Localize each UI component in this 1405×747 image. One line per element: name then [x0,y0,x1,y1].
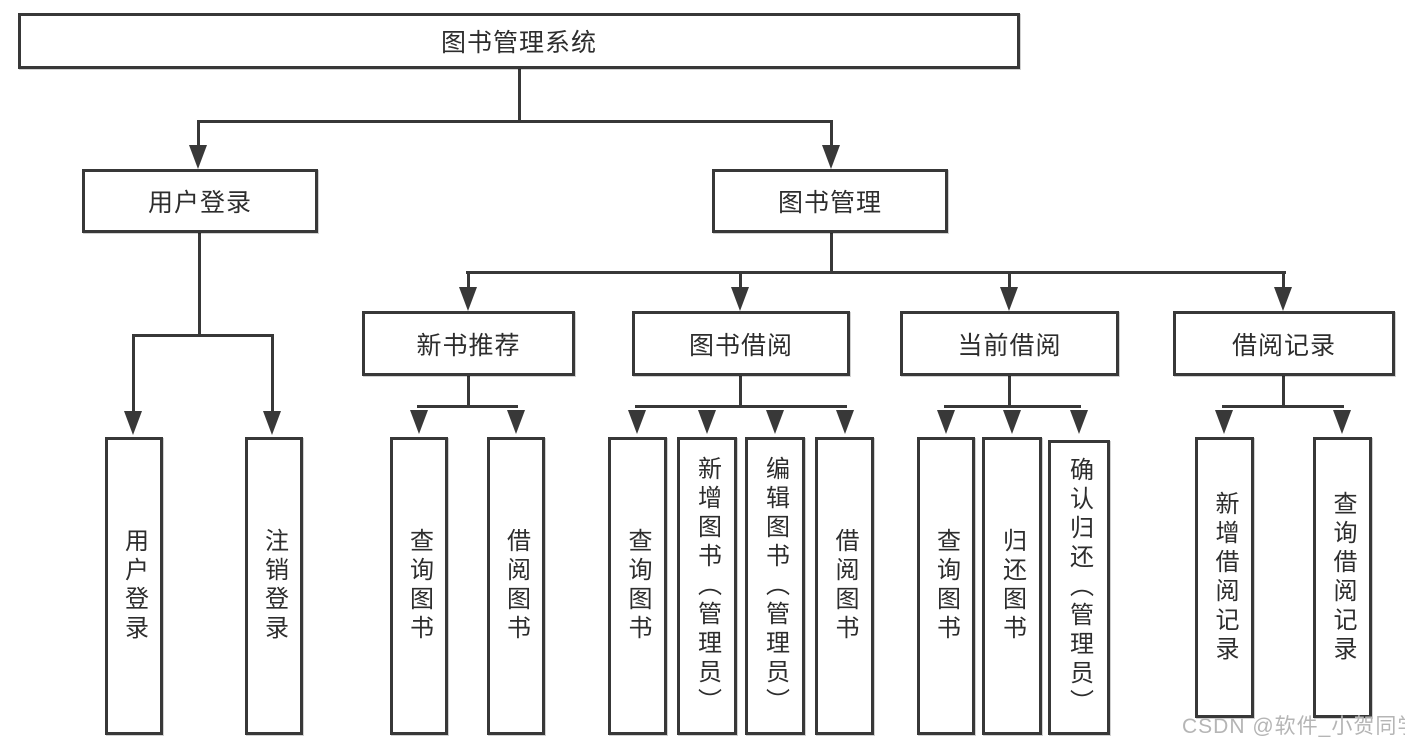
node-leaf-logout: 注销登录 [245,437,303,735]
connector-hline [635,405,847,408]
node-book-management-label: 图书管理 [777,189,882,217]
arrowhead-down [1000,287,1018,311]
connector-vline [1008,271,1011,289]
node-label: 图书借阅 [688,331,793,360]
arrowhead-down [189,145,207,169]
connector-vline [198,233,201,336]
connector-hline [1222,405,1344,408]
connector-hline [466,271,1286,274]
arrowhead-down [1274,287,1292,311]
connector-vline [830,233,833,273]
node-book-borrow: 图书借阅 [632,311,850,376]
node-leaf-query-book-2: 查询图书 [608,437,667,735]
connector-hline [944,405,1081,408]
connector-hline [197,120,833,123]
node-label: 借阅图书 [831,528,858,644]
node-label: 新增借阅记录 [1211,490,1238,665]
node-borrow-record: 借阅记录 [1173,311,1395,376]
arrowhead-down [459,287,477,311]
arrowhead-down [1215,410,1233,434]
connector-vline [197,120,200,148]
node-leaf-borrow-book-2: 借阅图书 [815,437,874,735]
arrowhead-down [507,410,525,434]
arrowhead-down [766,410,784,434]
arrowhead-down [124,411,142,435]
node-leaf-add-book-admin: 新增图书（管理员） [677,437,737,735]
node-label: 确认归还（管理员） [1065,457,1093,718]
connector-vline [1008,376,1011,407]
node-leaf-confirm-return-admin: 确认归还（管理员） [1048,440,1110,735]
node-label: 归还图书 [998,528,1026,644]
arrowhead-down [628,410,646,434]
node-user-login-label: 用户登录 [147,189,252,217]
node-leaf-query-book-1: 查询图书 [390,437,448,735]
connector-vline [1282,271,1285,289]
connector-vline [271,334,274,411]
connector-vline [1282,376,1285,407]
connector-hline [132,334,274,337]
node-label: 查询图书 [932,528,960,644]
connector-vline [830,120,833,148]
node-label: 查询图书 [624,528,651,644]
connector-vline [739,271,742,289]
node-label: 当前借阅 [957,331,1062,360]
node-leaf-query-book-3: 查询图书 [917,437,975,735]
node-label: 借阅图书 [502,528,530,644]
connector-hline [417,405,518,408]
node-root-label: 图书管理系统 [440,29,597,57]
arrowhead-down [731,287,749,311]
arrowhead-down [698,410,716,434]
node-leaf-user-login: 用户登录 [105,437,163,735]
node-user-login: 用户登录 [82,169,318,233]
connector-vline [467,376,470,407]
arrowhead-down [937,410,955,434]
node-book-management: 图书管理 [712,169,948,233]
arrowhead-down [1070,410,1088,434]
node-leaf-query-borrow-record: 查询借阅记录 [1313,437,1372,718]
node-leaf-edit-book-admin: 编辑图书（管理员） [745,437,805,735]
connector-vline [467,271,470,289]
node-leaf-return-book: 归还图书 [982,437,1042,735]
node-label: 注销登录 [260,528,288,644]
arrowhead-down [410,410,428,434]
watermark: CSDN @软件_小贺同学 [1182,715,1405,738]
node-current-borrow: 当前借阅 [900,311,1119,376]
node-leaf-add-borrow-record: 新增借阅记录 [1195,437,1254,718]
connector-vline [132,334,135,411]
node-leaf-borrow-book-1: 借阅图书 [487,437,545,735]
node-label: 新增图书（管理员） [693,455,721,717]
arrowhead-down [822,145,840,169]
connector-vline [739,376,742,407]
node-label: 用户登录 [120,528,148,644]
node-label: 查询借阅记录 [1329,490,1356,665]
node-label: 编辑图书（管理员） [761,455,789,717]
arrowhead-down [836,410,854,434]
node-label: 查询图书 [405,528,433,644]
arrowhead-down [1333,410,1351,434]
node-label: 新书推荐 [416,331,521,360]
node-new-book-recommend: 新书推荐 [362,311,575,376]
node-label: 借阅记录 [1231,331,1336,360]
arrowhead-down [263,411,281,435]
arrowhead-down [1003,410,1021,434]
node-root: 图书管理系统 [18,13,1020,69]
connector-vline [518,69,521,122]
